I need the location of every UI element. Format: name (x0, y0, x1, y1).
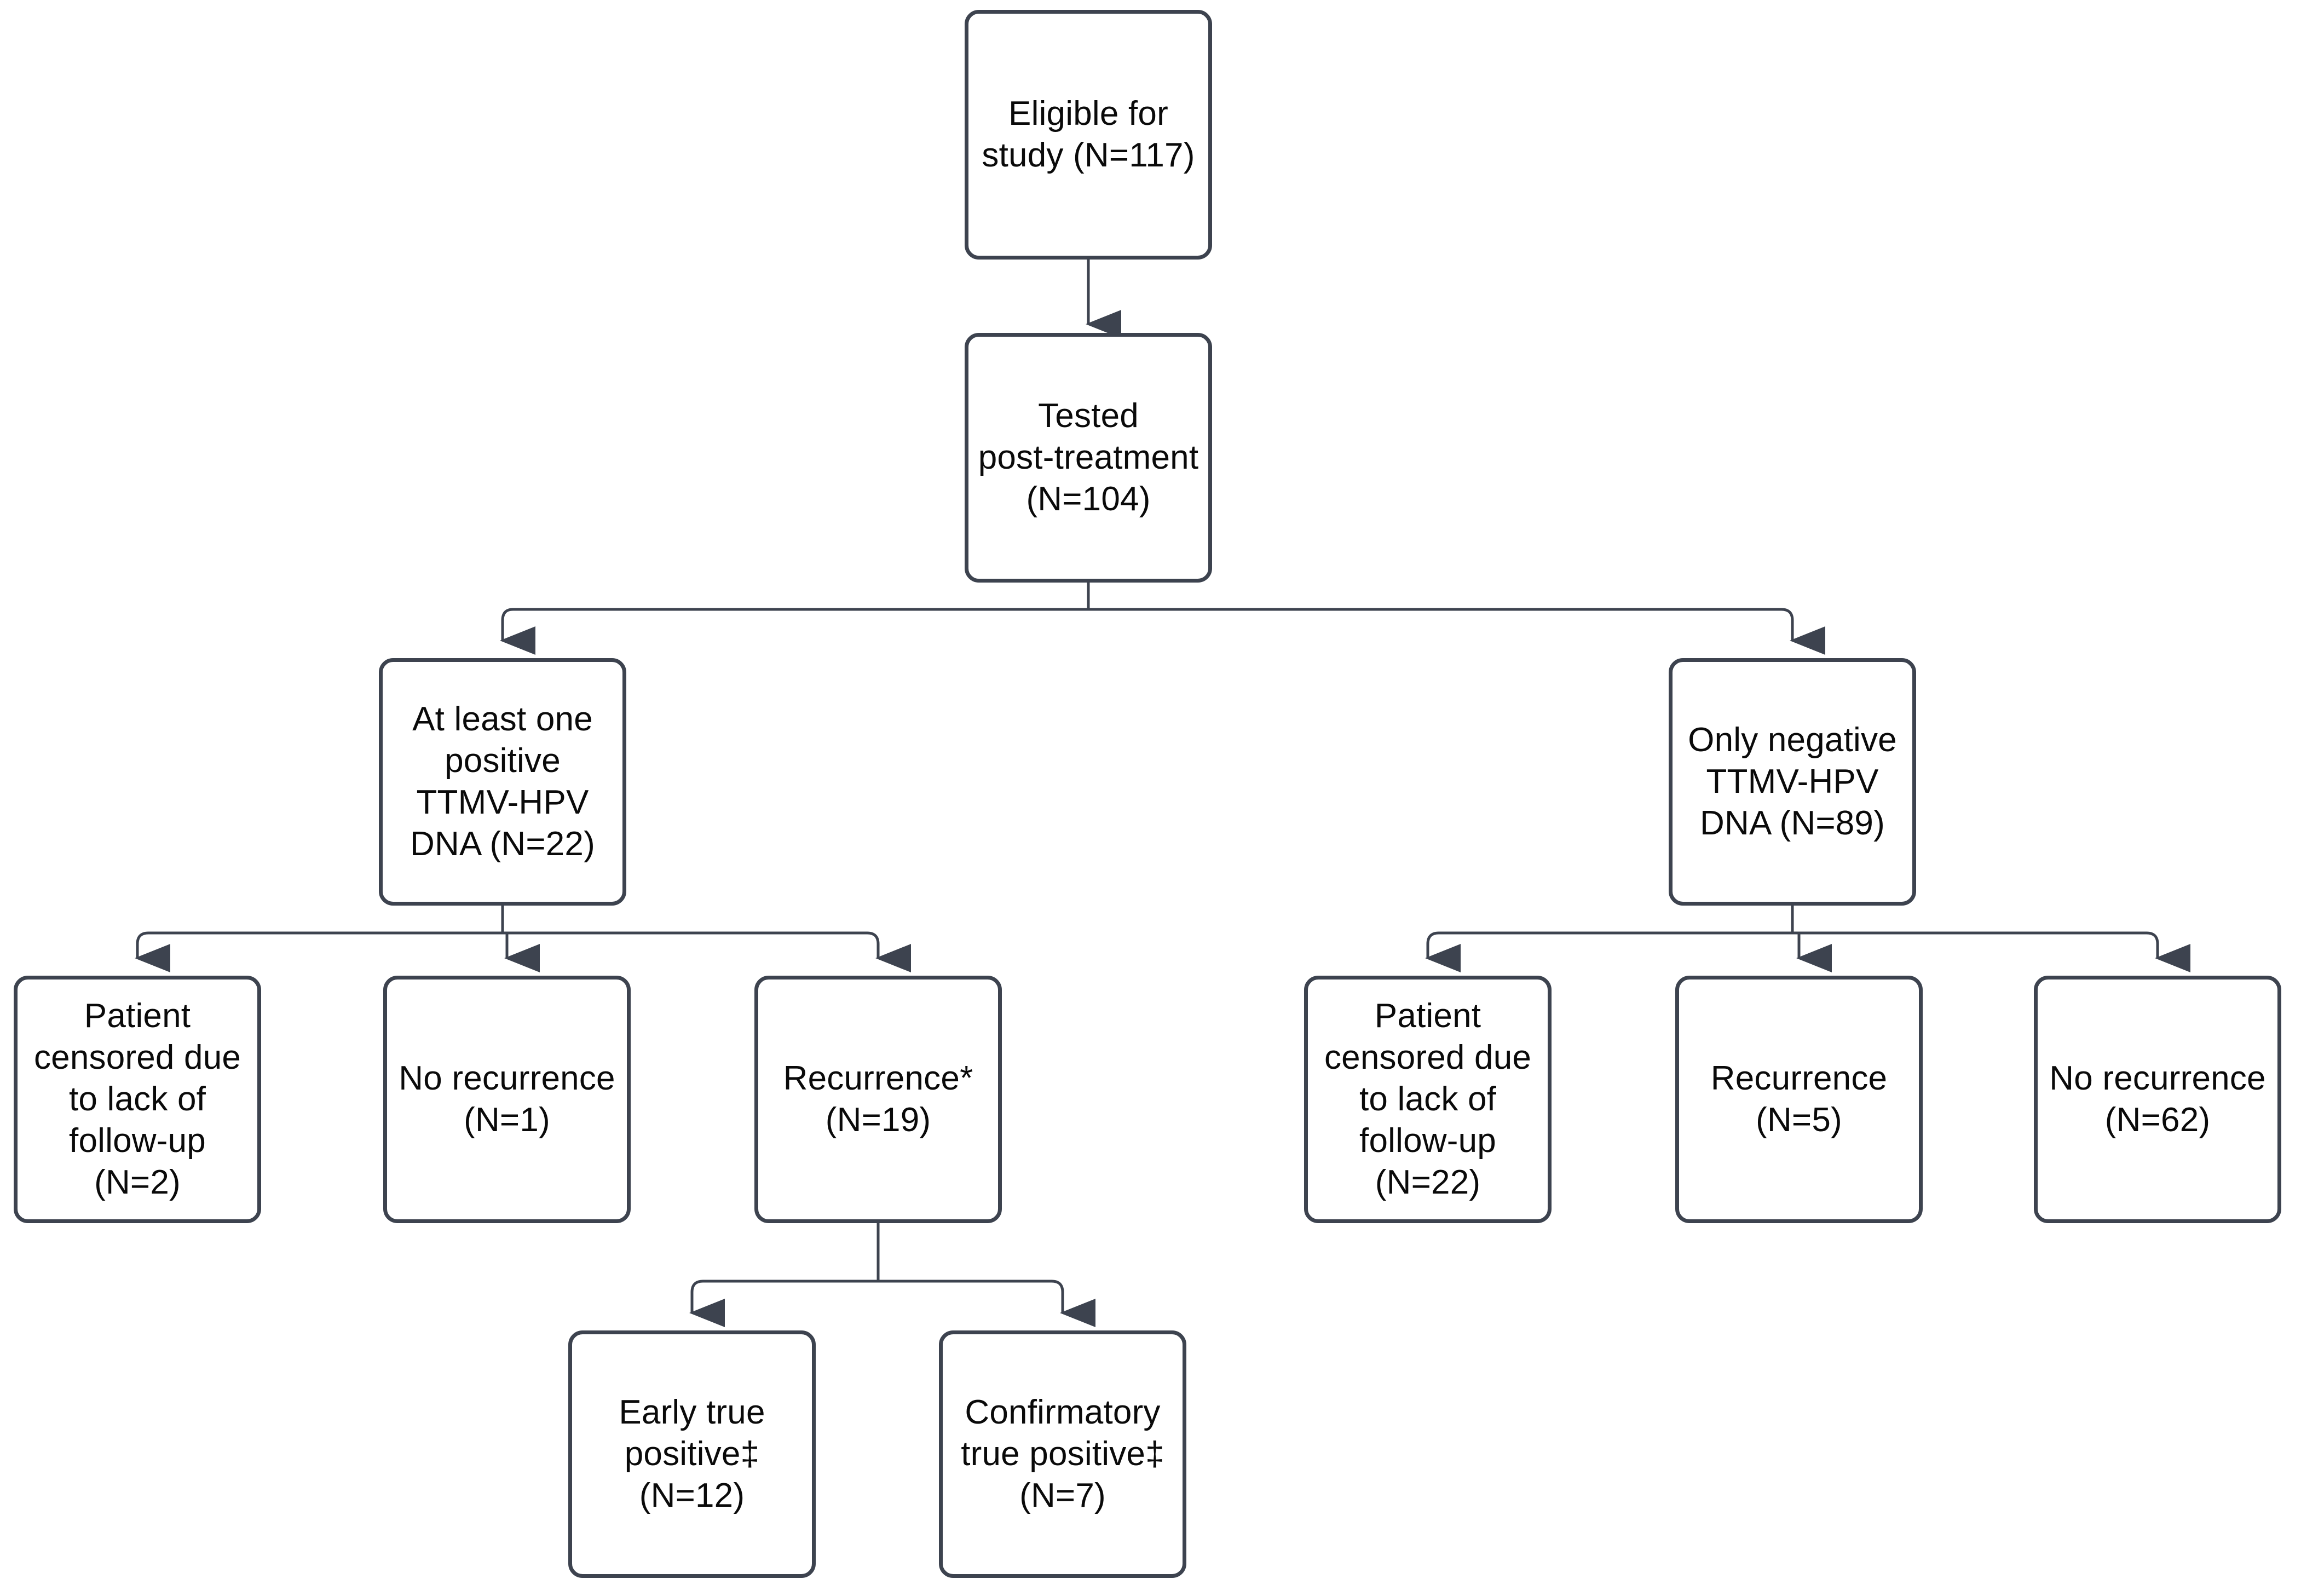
node-positive-patient-censored[interactable]: Patient censored due to lack of follow-u… (14, 976, 261, 1223)
edge-negative-to-recurrence (1792, 931, 1832, 972)
node-eligible-label: Eligible for study (N=117) (982, 95, 1195, 174)
node-negative-no-recurrence-label: No recurrence (N=62) (2049, 1059, 2266, 1139)
edge-positive-to-censored (135, 931, 503, 972)
edge-negative-to-no-recurrence (1792, 931, 2190, 972)
node-only-negative-label: Only negative TTMV-HPV DNA (N=89) (1688, 721, 1897, 842)
edge-positive-to-no-recurrence (503, 931, 540, 972)
node-confirmatory-true-positive-label: Confirmatory true positive‡ (N=7) (961, 1393, 1164, 1514)
node-at-least-one-positive[interactable]: At least one positive TTMV-HPV DNA (N=22… (379, 658, 626, 906)
node-positive-no-recurrence[interactable]: No recurrence (N=1) (383, 976, 631, 1223)
node-negative-recurrence[interactable]: Recurrence (N=5) (1675, 976, 1923, 1223)
node-early-true-positive-label: Early true positive‡ (N=12) (619, 1393, 765, 1514)
edge-tested-to-negative (1088, 608, 1825, 655)
node-positive-recurrence[interactable]: Recurrence* (N=19) (754, 976, 1002, 1223)
node-eligible[interactable]: Eligible for study (N=117) (965, 10, 1212, 260)
node-confirmatory-true-positive[interactable]: Confirmatory true positive‡ (N=7) (939, 1330, 1186, 1578)
node-early-true-positive[interactable]: Early true positive‡ (N=12) (568, 1330, 816, 1578)
node-negative-recurrence-label: Recurrence (N=5) (1710, 1059, 1888, 1139)
node-positive-patient-censored-label: Patient censored due to lack of follow-u… (33, 997, 241, 1201)
node-positive-no-recurrence-label: No recurrence (N=1) (399, 1059, 615, 1139)
edge-negative-to-censored (1425, 931, 1792, 972)
edge-recurrence-to-confirmatory-tp (878, 1280, 1095, 1327)
node-negative-no-recurrence[interactable]: No recurrence (N=62) (2034, 976, 2281, 1223)
node-negative-patient-censored[interactable]: Patient censored due to lack of follow-u… (1304, 976, 1552, 1223)
node-at-least-one-positive-label: At least one positive TTMV-HPV DNA (N=22… (410, 700, 595, 863)
edge-tested-to-positive (500, 608, 1088, 655)
node-positive-recurrence-label: Recurrence* (N=19) (783, 1059, 973, 1139)
node-negative-patient-censored-label: Patient censored due to lack of follow-u… (1324, 997, 1532, 1201)
node-tested-post-treatment-label: Tested post-treatment (N=104) (978, 397, 1199, 518)
edge-positive-to-recurrence (503, 931, 911, 972)
node-only-negative[interactable]: Only negative TTMV-HPV DNA (N=89) (1669, 658, 1916, 906)
node-tested-post-treatment[interactable]: Tested post-treatment (N=104) (965, 333, 1212, 583)
edge-recurrence-to-early-tp (689, 1280, 878, 1327)
